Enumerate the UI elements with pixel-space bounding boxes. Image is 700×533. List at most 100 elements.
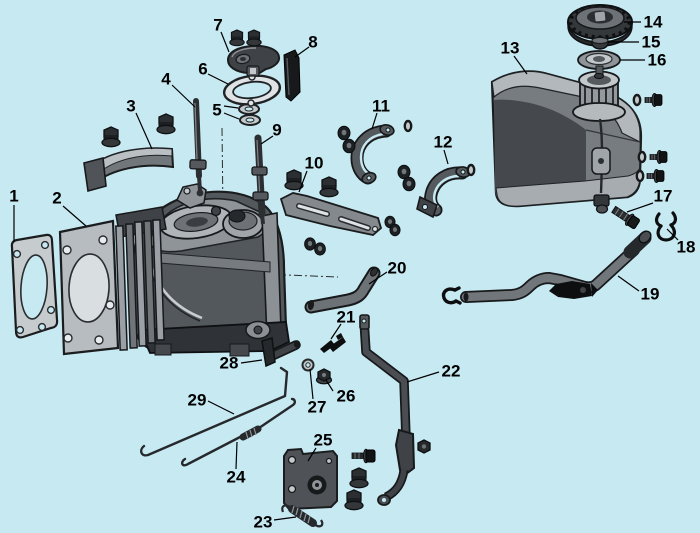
cover-screw-icon bbox=[246, 29, 262, 47]
part-15-bushing bbox=[591, 36, 609, 50]
part-1-head-gasket bbox=[10, 233, 59, 339]
part-24-throttle-rod bbox=[180, 397, 296, 467]
callout-13: 13 bbox=[501, 39, 520, 58]
callout-4: 4 bbox=[161, 70, 171, 89]
leader-line-4 bbox=[171, 84, 196, 108]
leader-line-19 bbox=[617, 275, 640, 292]
part-26-nut bbox=[315, 368, 333, 385]
callout-2: 2 bbox=[52, 189, 61, 208]
callout-9: 9 bbox=[272, 121, 281, 140]
part-9-stud bbox=[251, 134, 269, 225]
leader-line-22 bbox=[406, 371, 440, 383]
callout-5: 5 bbox=[212, 101, 221, 120]
flange-bolt-icon bbox=[284, 169, 304, 191]
leader-line-23 bbox=[273, 516, 297, 521]
callout-17: 17 bbox=[654, 187, 673, 206]
flange-bolt-icon bbox=[349, 467, 369, 489]
grommet-icon bbox=[342, 138, 356, 154]
part-20-breather-hose bbox=[304, 266, 381, 314]
leader-line-2 bbox=[62, 205, 87, 227]
part-3-heat-shield bbox=[83, 147, 175, 193]
plate-bolt-icon bbox=[351, 448, 376, 464]
callout-29: 29 bbox=[188, 391, 207, 410]
engine-top-knob bbox=[228, 209, 246, 223]
leader-line-17 bbox=[626, 202, 654, 213]
part-8-baffle-plate bbox=[283, 49, 301, 102]
washer-icon bbox=[635, 169, 645, 183]
grommet-icon bbox=[402, 176, 416, 192]
part-16-strainer bbox=[577, 50, 621, 80]
part-13-fuel-tank bbox=[490, 70, 643, 214]
callout-23: 23 bbox=[254, 513, 273, 532]
part-7-valve-cover bbox=[226, 44, 281, 77]
callout-20: 20 bbox=[388, 259, 407, 278]
washer-icon bbox=[403, 119, 413, 133]
callout-6: 6 bbox=[198, 60, 207, 79]
leader-line-25 bbox=[307, 447, 317, 462]
callout-15: 15 bbox=[642, 33, 661, 52]
leader-line-5 bbox=[223, 105, 239, 109]
hose-clamp-icon bbox=[549, 281, 598, 299]
side-bolt-icon bbox=[644, 93, 663, 107]
part-4-push-rod bbox=[189, 98, 207, 197]
callout-10: 10 bbox=[305, 154, 324, 173]
washer-icon bbox=[637, 150, 647, 164]
callout-21: 21 bbox=[337, 308, 356, 327]
part-2-engine-block bbox=[58, 183, 290, 357]
part-25-mount-plate bbox=[283, 447, 338, 511]
callout-19: 19 bbox=[641, 285, 660, 304]
part-29-governor-rod bbox=[140, 366, 289, 457]
callout-16: 16 bbox=[648, 51, 667, 70]
part-10-bracket-plate bbox=[279, 192, 383, 236]
grommet-icon bbox=[337, 125, 351, 141]
callout-1: 1 bbox=[9, 187, 18, 206]
leader-line-24 bbox=[235, 441, 238, 470]
callout-28: 28 bbox=[220, 354, 239, 373]
flange-bolt-icon bbox=[344, 489, 364, 511]
flange-bolt-icon bbox=[101, 126, 121, 148]
leader-line-18 bbox=[666, 228, 679, 241]
leader-line-3 bbox=[135, 112, 153, 150]
flange-bolt-icon bbox=[156, 113, 176, 135]
part-5-washers bbox=[238, 103, 261, 126]
side-bolt-icon bbox=[649, 150, 668, 164]
grommet-icon bbox=[389, 223, 401, 237]
hose-clip-icon bbox=[441, 286, 462, 305]
part-6-cover-gasket bbox=[222, 73, 282, 107]
leader-line-6 bbox=[207, 73, 229, 85]
engine-top-bolt bbox=[210, 205, 222, 217]
part-11-curved-bracket bbox=[350, 124, 395, 185]
leader-line-7 bbox=[220, 31, 230, 53]
part-27-washer bbox=[301, 358, 315, 372]
leader-line-13 bbox=[513, 55, 528, 75]
leader-line-28 bbox=[240, 359, 263, 364]
leader-line-11 bbox=[371, 112, 378, 130]
callout-27: 27 bbox=[308, 398, 327, 417]
leader-line-20 bbox=[368, 271, 388, 285]
flange-bolt-icon bbox=[319, 176, 339, 198]
leader-line-21 bbox=[330, 323, 342, 340]
leader-line-27 bbox=[309, 368, 314, 400]
side-bolt-icon bbox=[646, 169, 665, 183]
part-22-control-link bbox=[359, 314, 416, 506]
callout-24: 24 bbox=[227, 468, 246, 487]
leader-line-9 bbox=[260, 135, 274, 145]
callout-14: 14 bbox=[644, 13, 663, 32]
callout-26: 26 bbox=[337, 387, 356, 406]
grommet-icon bbox=[304, 237, 316, 251]
nut-icon bbox=[417, 439, 431, 454]
callout-12: 12 bbox=[434, 133, 453, 152]
cover-screw-icon bbox=[229, 29, 245, 47]
washer-icon bbox=[632, 93, 642, 107]
grommet-icon bbox=[314, 242, 326, 256]
leader-line-29 bbox=[207, 400, 235, 415]
part-19-fuel-hose bbox=[441, 230, 652, 305]
callout-22: 22 bbox=[442, 362, 461, 381]
leader-line-26 bbox=[325, 379, 334, 392]
callout-11: 11 bbox=[372, 97, 390, 116]
part-23-spring bbox=[281, 504, 324, 528]
part-28-lever bbox=[261, 337, 301, 368]
part-17-bolt bbox=[611, 205, 640, 230]
